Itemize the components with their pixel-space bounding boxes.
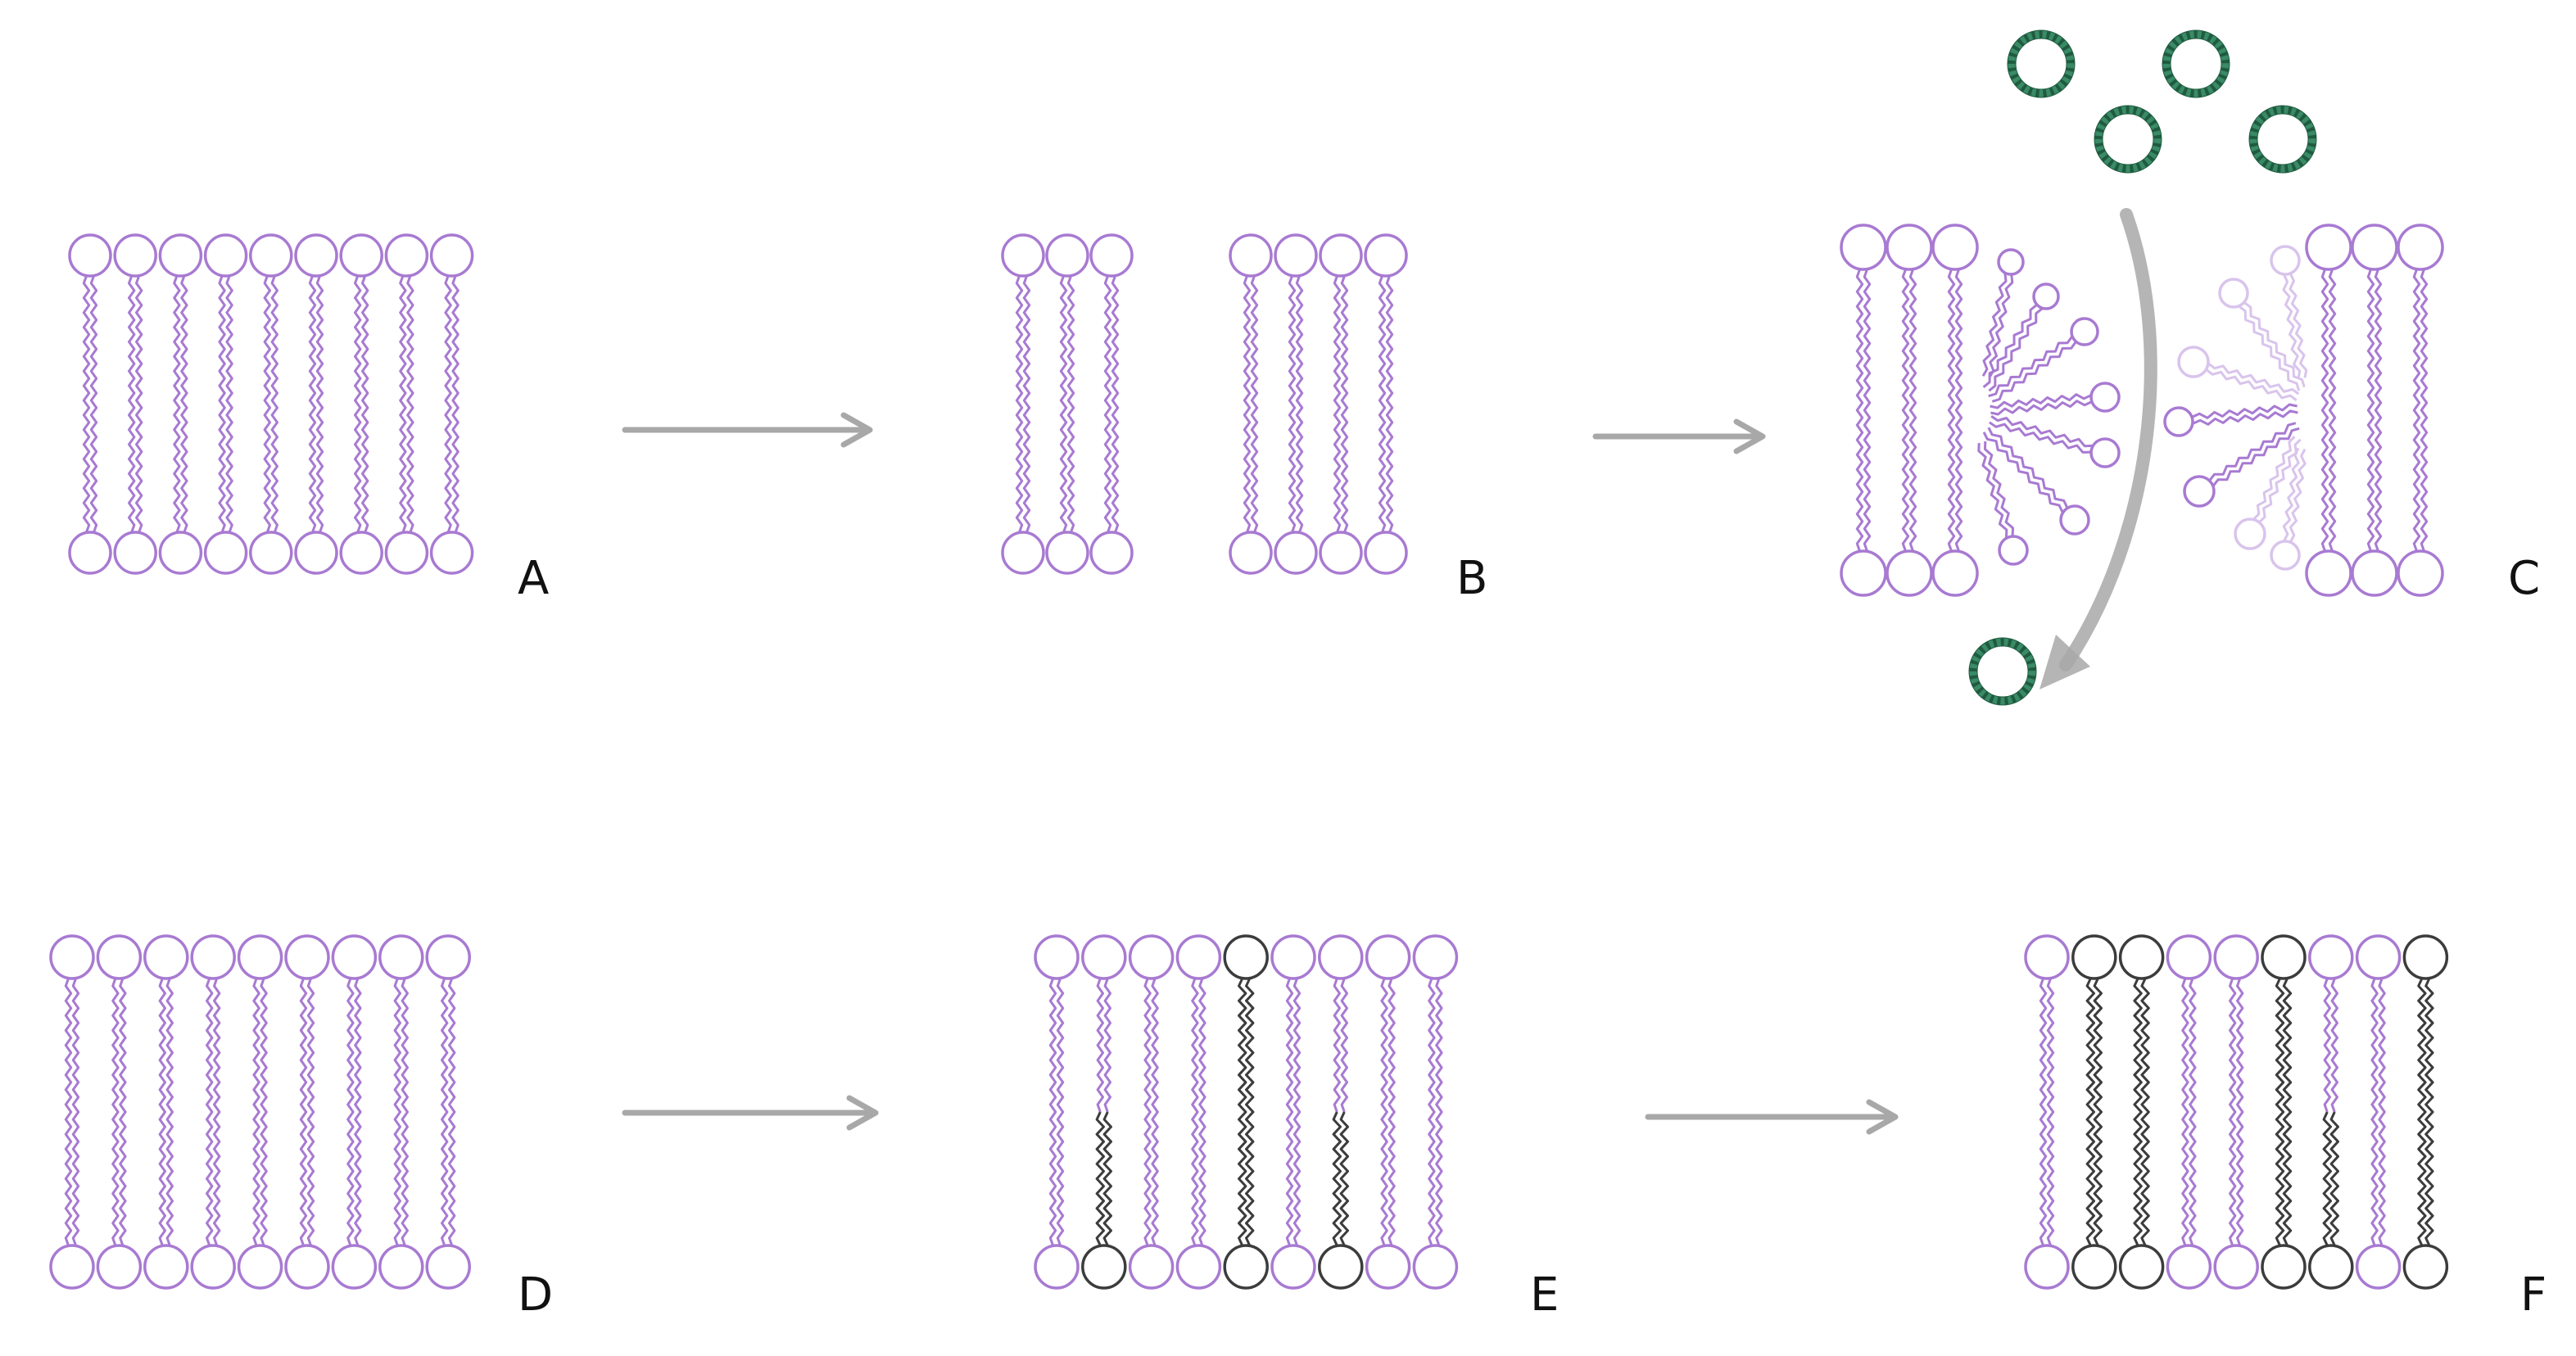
lipid-icon	[2355, 934, 2402, 1290]
panel-label-A: A	[518, 552, 549, 605]
panel-C: C	[1840, 29, 2540, 706]
lipid-icon	[2234, 436, 2302, 550]
lipid-icon	[2177, 346, 2300, 401]
panel-B: B	[1001, 233, 1487, 605]
lipid-icon	[2024, 934, 2070, 1290]
bilayer-D	[49, 934, 471, 1290]
lipid-icon	[1319, 233, 1363, 575]
lipid-icon	[2308, 934, 2354, 1290]
lipid-icon	[2163, 403, 2298, 437]
bilayer-C	[1840, 224, 2444, 597]
panel-E: E	[1034, 934, 1559, 1322]
arrow-right-icon	[622, 412, 873, 448]
lipid-icon	[1982, 427, 2090, 536]
lipid-icon	[96, 934, 143, 1290]
lipid-icon	[1128, 934, 1175, 1290]
curved-arrow-icon	[2040, 208, 2157, 689]
lipid-icon	[1982, 282, 2060, 392]
lipid-icon	[203, 233, 248, 575]
lipid-icon	[143, 934, 189, 1290]
lipid-icon	[1840, 224, 1887, 597]
lipid-icon	[1034, 934, 1080, 1290]
lipid-icon	[284, 934, 330, 1290]
lipid-icon	[1412, 934, 1459, 1290]
lipid-icon	[2402, 934, 2449, 1290]
panel-label-B: B	[1456, 552, 1487, 605]
lipid-icon	[331, 934, 378, 1290]
lipid-icon	[1981, 248, 2025, 378]
panel-label-D: D	[518, 1268, 553, 1322]
bilayer-B	[1001, 233, 1408, 575]
panel-A: A	[68, 233, 549, 605]
lipid-icon	[1364, 233, 1408, 575]
detaching-lipids	[1977, 245, 2308, 571]
lipid-icon	[425, 934, 471, 1290]
lipid-icon	[378, 934, 424, 1290]
lipid-icon	[2270, 447, 2307, 571]
lipid-icon	[1229, 233, 1273, 575]
lipid-icon	[2213, 934, 2259, 1290]
lipid-icon	[2218, 278, 2306, 391]
panel-F: F	[2024, 934, 2547, 1322]
vesicle-icon	[2094, 105, 2162, 174]
bilayer-A	[68, 233, 474, 575]
panel-label-F: F	[2520, 1268, 2547, 1322]
lipid-icon	[1318, 934, 1364, 1290]
vesicle-icon	[2007, 29, 2076, 98]
lipid-icon	[237, 934, 283, 1290]
lipid-icon	[1977, 441, 2029, 566]
lipid-icon	[1001, 233, 1045, 575]
lipid-icon	[68, 233, 112, 575]
vesicle-icon	[1968, 637, 2037, 706]
bilayer-E	[1034, 934, 1459, 1290]
lipid-icon	[1089, 233, 1134, 575]
lipid-icon	[158, 233, 203, 575]
lipid-icon	[2305, 224, 2352, 597]
lipid-icon	[49, 934, 95, 1290]
lipid-icon	[1988, 317, 2099, 403]
lipid-icon	[2183, 422, 2300, 508]
lipid-icon	[1270, 934, 1316, 1290]
arrow-right-icon	[1645, 1099, 1899, 1135]
lipid-icon	[384, 233, 429, 575]
lipid-icon	[2118, 934, 2165, 1290]
bilayer-F	[2024, 934, 2449, 1290]
vesicle-icon	[2248, 105, 2317, 174]
lipid-icon	[1223, 934, 1269, 1290]
arrow-right-icon	[622, 1095, 879, 1131]
lipid-icon	[1990, 382, 2121, 416]
lipid-icon	[1274, 233, 1318, 575]
lipid-icon	[1081, 934, 1127, 1290]
lipid-icon	[2261, 934, 2307, 1290]
panel-D: D	[49, 934, 553, 1322]
lipid-icon	[1886, 224, 1933, 597]
lipid-icon	[2071, 934, 2117, 1290]
lipid-icon	[2351, 224, 2398, 597]
lipid-icon	[2166, 934, 2212, 1290]
panel-label-C: C	[2508, 552, 2540, 605]
lipid-icon	[294, 233, 338, 575]
lipid-icon	[1365, 934, 1411, 1290]
lipid-icon	[113, 233, 157, 575]
lipid-icon	[2397, 224, 2444, 597]
arrow-right-icon	[1592, 418, 1766, 454]
lipid-icon	[1931, 224, 1979, 597]
lipid-icon	[429, 233, 474, 575]
lipid-icon	[1989, 414, 2121, 468]
lipid-icon	[1045, 233, 1089, 575]
lipid-icon	[249, 233, 293, 575]
vesicle-group	[1968, 29, 2317, 706]
vesicle-icon	[2162, 29, 2230, 98]
panel-label-E: E	[1530, 1268, 1559, 1322]
lipid-icon	[339, 233, 383, 575]
lipid-icon	[190, 934, 236, 1290]
lipid-icon	[2270, 245, 2308, 379]
lipid-icon	[1175, 934, 1222, 1290]
